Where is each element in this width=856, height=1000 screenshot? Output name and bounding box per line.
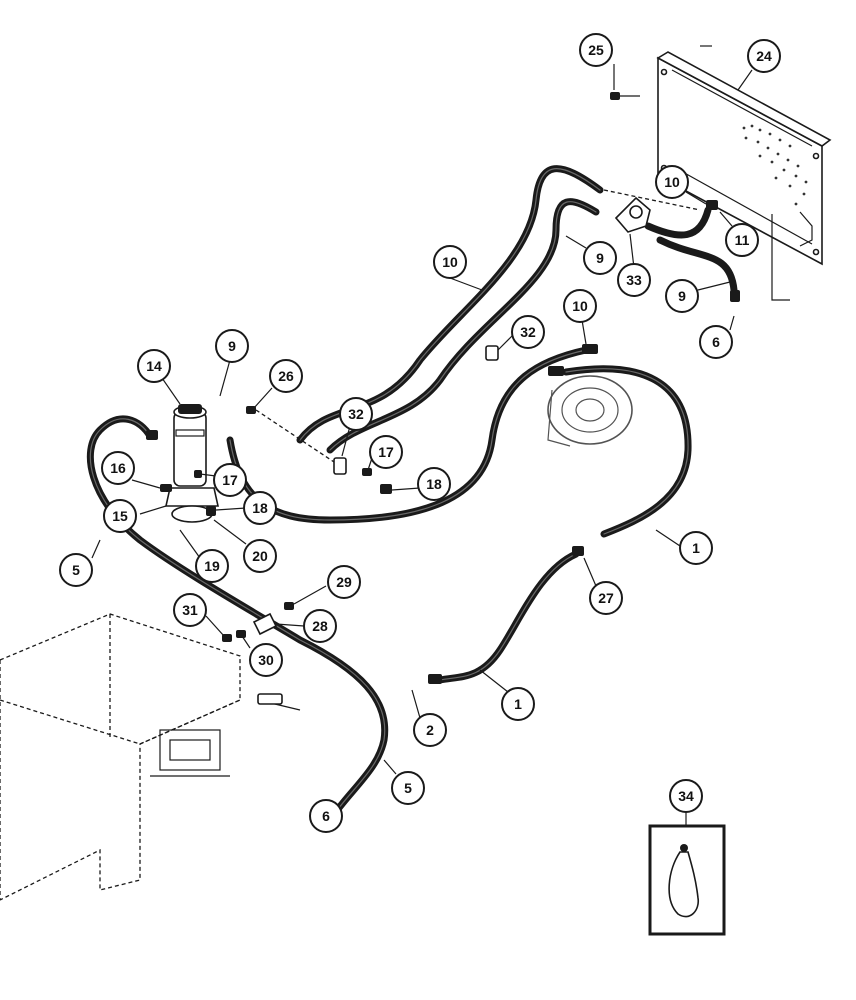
callout-9: 9 — [665, 279, 699, 313]
callout-6: 6 — [699, 325, 733, 359]
svg-text:2: 2 — [426, 722, 434, 738]
condenser — [656, 45, 832, 301]
svg-text:9: 9 — [228, 338, 236, 354]
svg-text:32: 32 — [520, 324, 536, 340]
svg-text:9: 9 — [678, 288, 686, 304]
svg-text:19: 19 — [204, 558, 220, 574]
callout-1: 1 — [501, 687, 535, 721]
svg-text:1: 1 — [514, 696, 522, 712]
callout-30: 30 — [249, 643, 283, 677]
svg-text:34: 34 — [678, 788, 694, 804]
callout-9: 9 — [215, 329, 249, 363]
callout-26: 26 — [269, 359, 303, 393]
callout-32: 32 — [511, 315, 545, 349]
callout-14: 14 — [137, 349, 171, 383]
callout-18: 18 — [243, 491, 277, 525]
svg-text:31: 31 — [182, 602, 198, 618]
callout-32: 32 — [339, 397, 373, 431]
callout-2: 2 — [413, 713, 447, 747]
compressor — [547, 375, 633, 447]
svg-text:17: 17 — [378, 444, 394, 460]
callout-11: 11 — [725, 223, 759, 257]
svg-text:1: 1 — [692, 540, 700, 556]
callout-9: 9 — [583, 241, 617, 275]
retaining-strap-inset — [648, 824, 726, 936]
hose-clamp-bracket — [222, 602, 294, 642]
callout-31: 31 — [173, 593, 207, 627]
receiver-dryer — [160, 404, 219, 523]
callout-29: 29 — [327, 565, 361, 599]
svg-text:18: 18 — [426, 476, 442, 492]
svg-text:25: 25 — [588, 42, 604, 58]
callout-6: 6 — [309, 799, 343, 833]
svg-text:10: 10 — [442, 254, 458, 270]
callout-18: 18 — [417, 467, 451, 501]
hose-bracket — [614, 196, 651, 233]
callout-17: 17 — [369, 435, 403, 469]
callout-25: 25 — [579, 33, 613, 67]
screw — [610, 92, 640, 100]
callout-28: 28 — [303, 609, 337, 643]
svg-text:18: 18 — [252, 500, 268, 516]
svg-text:5: 5 — [72, 562, 80, 578]
callout-27: 27 — [589, 581, 623, 615]
callout-15: 15 — [103, 499, 137, 533]
svg-text:14: 14 — [146, 358, 162, 374]
callout-19: 19 — [195, 549, 229, 583]
svg-text:33: 33 — [626, 272, 642, 288]
svg-text:11: 11 — [735, 232, 750, 248]
callout-10: 10 — [655, 165, 689, 199]
svg-text:15: 15 — [112, 508, 128, 524]
svg-text:28: 28 — [312, 618, 328, 634]
callout-1: 1 — [679, 531, 713, 565]
svg-text:6: 6 — [712, 334, 720, 350]
svg-text:6: 6 — [322, 808, 330, 824]
svg-text:29: 29 — [336, 574, 352, 590]
svg-text:9: 9 — [596, 250, 604, 266]
callout-24: 24 — [747, 39, 781, 73]
callout-10: 10 — [433, 245, 467, 279]
svg-text:16: 16 — [110, 460, 126, 476]
callout-5: 5 — [59, 553, 93, 587]
callout-10: 10 — [563, 289, 597, 323]
svg-text:27: 27 — [598, 590, 614, 606]
svg-text:24: 24 — [756, 48, 772, 64]
svg-text:20: 20 — [252, 548, 268, 564]
svg-text:10: 10 — [664, 174, 680, 190]
svg-text:26: 26 — [278, 368, 294, 384]
callout-16: 16 — [101, 451, 135, 485]
callout-33: 33 — [617, 263, 651, 297]
engine-outline — [0, 613, 301, 901]
svg-text:10: 10 — [572, 298, 588, 314]
svg-text:32: 32 — [348, 406, 364, 422]
svg-text:5: 5 — [404, 780, 412, 796]
callout-5: 5 — [391, 771, 425, 805]
callout-20: 20 — [243, 539, 277, 573]
hose-clamps — [246, 345, 499, 494]
callout-17: 17 — [213, 463, 247, 497]
svg-text:17: 17 — [222, 472, 238, 488]
svg-text:30: 30 — [258, 652, 274, 668]
callout-34: 34 — [669, 779, 703, 813]
